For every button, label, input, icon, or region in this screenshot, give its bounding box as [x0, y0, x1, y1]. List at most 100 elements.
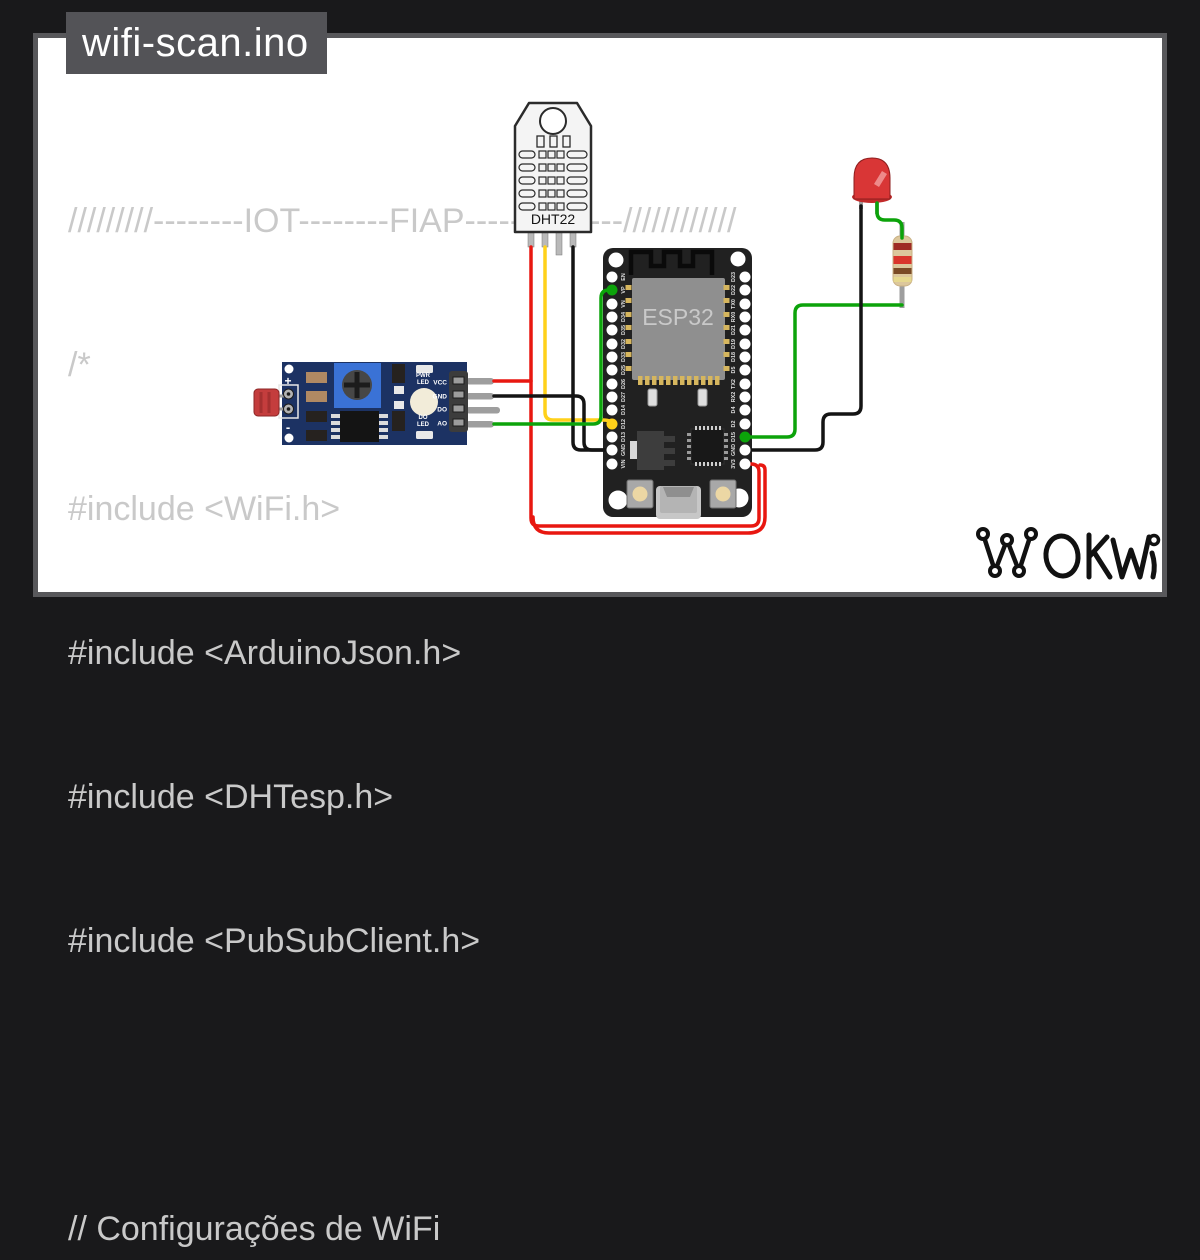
- pin-d15-connected: [739, 431, 751, 443]
- svg-text:D34: D34: [621, 312, 627, 322]
- usb-uart-chip: [690, 428, 725, 465]
- esp32-antenna: [628, 249, 715, 275]
- do-led-label: DO: [419, 415, 428, 421]
- resistor-band-3: [893, 268, 912, 274]
- sketch-filename: wifi-scan.ino: [82, 21, 309, 65]
- module-pin-stub: [466, 393, 494, 400]
- module-pin-stub: [466, 378, 494, 385]
- resistor-band-4: [893, 277, 912, 282]
- sketch-filename-badge: wifi-scan.ino: [66, 12, 327, 74]
- svg-text:VN: VN: [621, 300, 627, 308]
- svg-text:EN: EN: [621, 273, 627, 281]
- svg-text:GND: GND: [621, 444, 627, 456]
- svg-text:D35: D35: [621, 325, 627, 335]
- svg-text:LED: LED: [417, 380, 430, 386]
- module-pin-label-vcc: VCC: [433, 380, 447, 387]
- svg-text:D26: D26: [621, 379, 627, 389]
- svg-text:D27: D27: [621, 392, 627, 402]
- wire-black-dht-gnd: [571, 245, 614, 452]
- svg-text:D18: D18: [731, 352, 737, 362]
- esp32-pin-holes-right: [739, 271, 751, 470]
- ic-legs: [331, 414, 388, 439]
- red-led: [852, 157, 892, 214]
- module-pin-label-ao: AO: [437, 421, 447, 428]
- dht22-mount-hole: [539, 107, 567, 135]
- pin-d12-connected: [606, 418, 618, 430]
- svg-text:D14: D14: [621, 405, 627, 415]
- esp32-chip-label: ESP32: [642, 304, 714, 330]
- module-pin-label-gnd: GND: [433, 394, 448, 401]
- logo-w1-nodes: [976, 527, 1038, 578]
- voltage-regulator: [637, 431, 664, 470]
- svg-text:D15: D15: [731, 432, 737, 442]
- module-plus-label: +: [284, 374, 291, 388]
- code-line: /*: [68, 346, 91, 384]
- dht22-sensor: DHT22: [513, 101, 593, 256]
- circuit-diagram: DHT22 + -: [253, 101, 1161, 580]
- dht22-vents: [518, 150, 588, 211]
- pwr-led-label: PWR: [416, 373, 431, 379]
- code-line: #include <WiFi.h>: [68, 490, 341, 528]
- svg-text:3V3: 3V3: [731, 459, 737, 469]
- dht22-comb: [536, 135, 571, 148]
- code-line: /////////--------IOT--------FIAP--------…: [68, 202, 737, 240]
- module-output-pins: [452, 376, 465, 427]
- logo-w2: [1110, 534, 1152, 580]
- led-body: [853, 157, 891, 200]
- pin-vp-connected: [606, 284, 618, 296]
- wires: [492, 201, 904, 535]
- wire-black-gnd-led: [743, 204, 863, 452]
- wire-red-vcc-3v3: [529, 245, 761, 528]
- potentiometer-cross: [344, 372, 370, 398]
- esp32-mount-hole: [608, 490, 628, 510]
- logo-i-stem: [1149, 550, 1157, 580]
- esp32-pin-holes-left: [606, 271, 618, 470]
- module-led-lens: [410, 388, 438, 416]
- svg-text:GND: GND: [731, 444, 737, 456]
- esp32-chip-pins: [625, 285, 730, 385]
- led-cathode-leg: [859, 196, 863, 209]
- code-line: [68, 1061, 945, 1109]
- wokwi-share-image: { "title": { "filename": "wifi-scan.ino"…: [33, 12, 1167, 1248]
- svg-text:VP: VP: [621, 286, 627, 294]
- ldr-sensor-module: + - PWR LED DO LED: [253, 362, 500, 445]
- logo-i-dot: [1147, 533, 1161, 547]
- resistor-band-2: [893, 256, 912, 264]
- svg-text:TX2: TX2: [731, 379, 737, 389]
- esp32-pin-labels-right: D23 D22 TX0 RX0 D21 D19 D18 D5 TX2 RX2 D…: [731, 272, 737, 469]
- comparator-ic: [340, 411, 379, 442]
- svg-text:D2: D2: [731, 421, 737, 428]
- module-pin-label-do: DO: [437, 407, 447, 414]
- esp32-chip: [632, 278, 725, 380]
- svg-text:RX0: RX0: [731, 312, 737, 323]
- module-minus-label: -: [286, 420, 290, 435]
- dht22-label: DHT22: [531, 211, 576, 227]
- svg-text:D22: D22: [731, 285, 737, 295]
- smd-resistor: [306, 372, 327, 383]
- code-line: #include <ArduinoJson.h>: [68, 634, 462, 672]
- dht22-body: [513, 101, 593, 234]
- esp32-pin-labels-left: EN VP VN D34 D35 D32 D33 D25 D26 D27 D14…: [621, 273, 627, 468]
- code-line: #include <PubSubClient.h>: [68, 922, 481, 960]
- code-line: #include <DHTesp.h>: [68, 778, 394, 816]
- svg-text:D33: D33: [621, 352, 627, 362]
- logo-k: [1086, 532, 1113, 580]
- module-pin-stub-do: [466, 407, 500, 414]
- esp32-mount-hole: [608, 252, 624, 268]
- svg-text:D32: D32: [621, 339, 627, 349]
- esp32-board: ESP32: [603, 248, 752, 519]
- logo-o: [1043, 533, 1081, 579]
- module-hole: [284, 364, 294, 374]
- smd-resistor: [306, 391, 327, 402]
- svg-text:D21: D21: [731, 325, 737, 335]
- resistor-band-1: [893, 243, 912, 250]
- wokwi-logo: [976, 527, 1161, 580]
- wire-red-loop-outer: [531, 463, 767, 535]
- svg-text:TX0: TX0: [731, 299, 737, 309]
- wire-green-module-ao-vp: [492, 288, 614, 426]
- svg-text:D19: D19: [731, 339, 737, 349]
- svg-text:D5: D5: [731, 367, 737, 374]
- wire-green-d15-resistor: [743, 303, 904, 439]
- code-line: // Configurações de WiFi: [68, 1210, 441, 1248]
- svg-text:RX2: RX2: [731, 392, 737, 403]
